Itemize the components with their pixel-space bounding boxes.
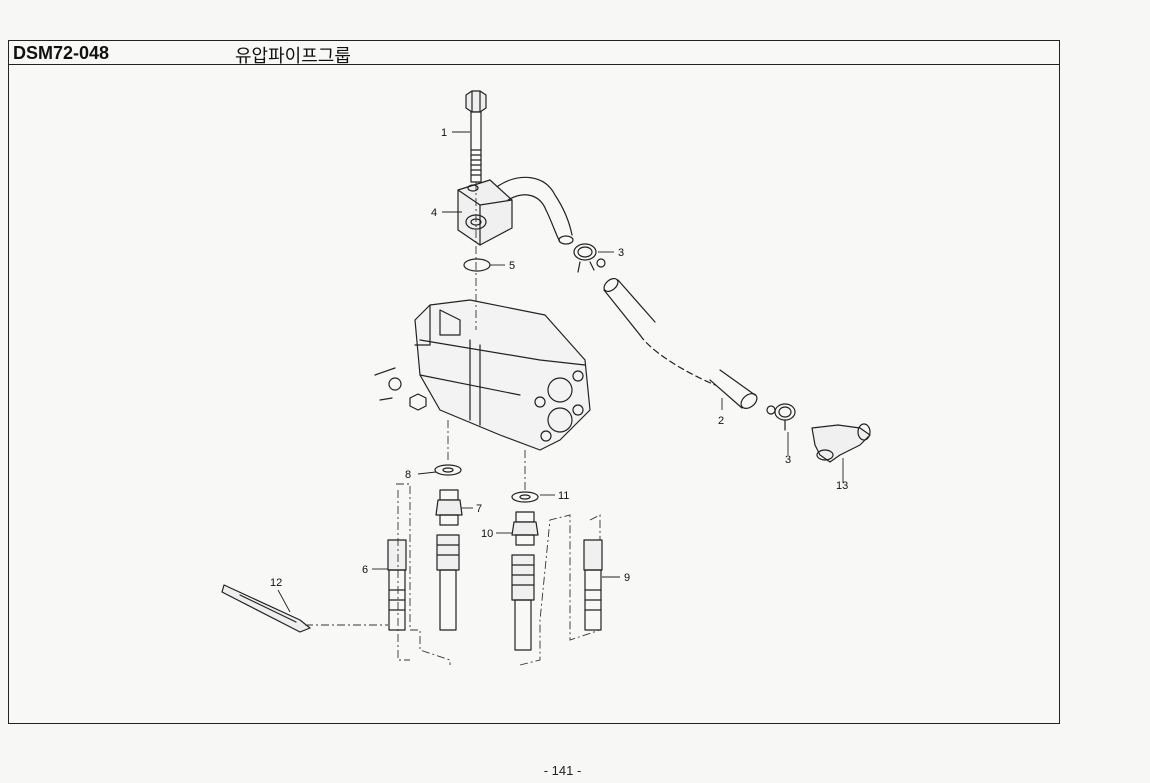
title-bar: DSM72-048 유압파이프그룹 [9, 41, 1059, 67]
drawing-code: DSM72-048 [13, 43, 110, 63]
callout-1: 1 [441, 127, 447, 139]
callout-3-upper: 3 [618, 247, 624, 259]
callout-3-lower: 3 [785, 454, 791, 466]
hydraulic-hose-9-part [583, 539, 603, 631]
hose-part [603, 277, 758, 409]
leader-lines [277, 131, 844, 613]
cable-tie-part [221, 584, 311, 633]
washer-left-part [434, 464, 462, 476]
callout-7: 7 [476, 503, 482, 515]
hydraulic-hose-left [436, 534, 460, 631]
page-number: - 141 - [543, 763, 582, 778]
washer-right-part [511, 491, 539, 503]
banjo-block-part [457, 176, 574, 246]
assembly-centerlines [305, 182, 601, 666]
callout-labels: 1 4 5 3 2 3 13 8 7 11 10 6 9 12 [270, 127, 848, 589]
callout-9: 9 [624, 572, 630, 584]
adapter-left-part [435, 489, 463, 526]
callout-10: 10 [481, 528, 493, 540]
callout-2: 2 [718, 415, 724, 427]
o-ring-part [463, 258, 491, 272]
hose-clamp-upper-part [573, 243, 606, 273]
hydraulic-hose-6-part [387, 539, 407, 631]
callout-5: 5 [509, 260, 515, 272]
drawing-title: 유압파이프그룹 [235, 46, 351, 67]
callout-8: 8 [405, 469, 411, 481]
callout-11: 11 [558, 490, 569, 502]
hose-clamp-lower-part [766, 403, 796, 431]
bolt-part [465, 90, 487, 183]
callout-6: 6 [362, 564, 368, 576]
callout-13: 13 [836, 480, 848, 492]
elbow-fitting-part [811, 423, 871, 463]
callout-12: 12 [270, 577, 282, 589]
callout-4: 4 [431, 207, 437, 219]
adapter-right-part [511, 511, 539, 546]
gear-pump-body [374, 299, 591, 451]
hydraulic-hose-right [511, 554, 535, 651]
